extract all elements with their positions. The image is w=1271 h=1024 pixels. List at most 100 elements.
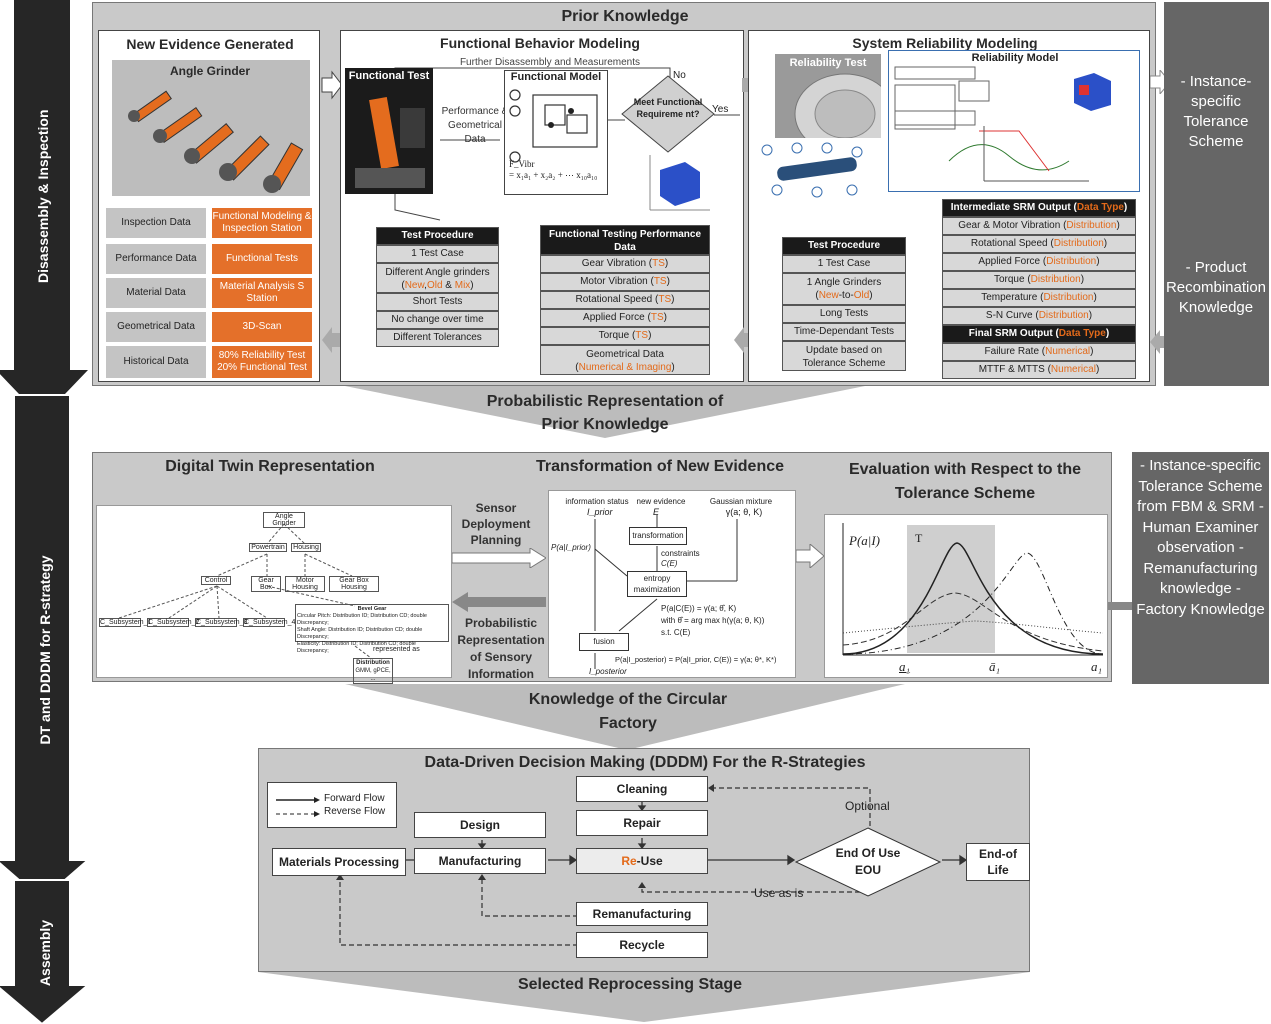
eval-a-low: a₁ [899, 659, 911, 674]
dt-side-box [1132, 452, 1269, 684]
eval-chart-box: P(a|I) T a₁ ā₁ a₁ [824, 514, 1108, 678]
geo-tag: (Numerical & Imaging) [575, 362, 675, 373]
selected-funnel [258, 972, 1030, 1022]
evidence-left-geometrical: Geometrical Data [106, 312, 206, 342]
srm-final-row: Failure Rate (Numerical) [942, 343, 1136, 361]
tree-node-bevel: Bevel Gear Circular Pitch: Distribution … [295, 604, 449, 654]
prior-curve [842, 620, 1104, 634]
srm-proc-row: 1 Angle Grinders (New-to-Old) [782, 273, 906, 305]
bevel-line: Shaft Angle: Distribution ID; Distributi… [297, 627, 423, 640]
trans-transformation-node: transformation [629, 527, 687, 545]
trans-equations: P(a|C(E)) = γ(a; θ̂, K) with θ̂ = arg ma… [661, 603, 797, 639]
evidence-right-performance: Functional Tests [212, 244, 312, 274]
prior-side-box [1164, 2, 1269, 386]
tree-node-root: Angle Grinder [263, 512, 305, 528]
perfdata-title-text: Functional Testing Performance Data [548, 229, 702, 253]
trans-entropy-node: entropy maximization [627, 571, 687, 597]
decision-diamond [621, 75, 715, 153]
reliability-model-box [888, 50, 1140, 192]
arrow-side-dt [1108, 602, 1134, 610]
srm-proc-sub: (New-to-Old) [815, 290, 873, 301]
tree-node-sub2: C_Subsystem_2 [147, 618, 200, 627]
reliability-model-graphics [894, 66, 1111, 182]
trans-lines [594, 515, 738, 669]
circular-factory-funnel [345, 684, 905, 750]
dddm-title: Data-Driven Decision Making (DDDM) For t… [424, 754, 866, 771]
srm-proc-row: Update based on Tolerance Scheme [782, 341, 906, 371]
reliability-model-label: Reliability Model [971, 52, 1059, 64]
srm-proc-row: 1 Test Case [782, 255, 906, 273]
fbm-loop-label: Further Disassembly and Measurements [459, 57, 641, 68]
trans-eq3: s.t. C(E) [661, 628, 691, 637]
stage-remanufacturing: Remanufacturing [576, 902, 708, 926]
fbm-proc-sub: (New,Old & Mix) [401, 280, 474, 291]
sensor-deploy-label: Sensor Deployment Planning [461, 501, 531, 547]
phase-arrow [0, 0, 91, 1024]
eval-ylabel: P(a|I) [849, 533, 881, 548]
trans-i-prior: I_prior [587, 507, 613, 517]
evidence-left-historical: Historical Data [106, 346, 206, 378]
evidence-right-historical: 80% Reliability Test 20% Functional Test [212, 346, 312, 378]
functional-model-label: Functional Model [505, 71, 607, 83]
vibration-formula: F_Vibr = x₁a₁ + x₂a₂ + ⋯ x₁₀a₁₀ [509, 159, 605, 181]
bevel-title: Bevel Gear [357, 606, 387, 612]
tree-node-gearbox-housing: Gear Box Housing [329, 576, 379, 592]
trans-eq1: P(a|C(E)) = γ(a; θ̂, K) [661, 604, 737, 613]
optional-label: Optional [845, 799, 890, 813]
eval-xlabel: a₁ [1091, 659, 1103, 674]
circular-factory-label: Knowledge of the Circular Factory [528, 691, 728, 732]
srm-output-table: Intermediate SRM Output (Data Type) Gear… [942, 199, 1136, 379]
trans-eq4: P(a|I_posterior) = P(a|I_prior, C(E)) = … [615, 655, 777, 664]
perfdata-row: Gear Vibration (TS) [540, 255, 710, 273]
phase-disassembly-label: Disassembly & Inspection [35, 109, 51, 283]
stage-manufacturing: Manufacturing [414, 848, 546, 874]
phase-assembly-label: Assembly [37, 919, 53, 987]
arrow-to-fbm [321, 70, 343, 100]
fbm-proc-row: 1 Test Case [376, 245, 499, 263]
trans-box: information status I_prior new evidence … [548, 490, 796, 678]
stage-design: Design [414, 812, 546, 838]
angle-grinder-photo [112, 60, 310, 196]
legend-forward: Forward Flow [324, 793, 385, 804]
eval-a-high: ā₁ [989, 659, 1001, 674]
tree-node-gearbox: Gear Box [251, 576, 281, 592]
dt-title: Digital Twin Representation [165, 458, 375, 475]
fbm-perfdata-table: Functional Testing Performance Data (Dat… [540, 225, 710, 377]
dddm-legend: Forward Flow Reverse Flow [267, 782, 397, 828]
trans-e: E [653, 507, 660, 517]
reliability-test-photo [775, 54, 896, 155]
legend-lines [276, 797, 320, 817]
reliability-test-label: Reliability Test [789, 57, 867, 69]
trans-eq2: with θ̂ = arg max h(γ(a; θ, K)) [661, 616, 765, 625]
perfdata-row: Torque (TS) [540, 327, 710, 345]
trans-constraints: constraints [661, 549, 700, 558]
perfdata-row: Motor Vibration (TS) [540, 273, 710, 291]
use-as-is-label: Use as is [754, 886, 804, 900]
evidence-left-performance: Performance Data [106, 244, 206, 274]
fbm-title: Functional Behavior Modeling [440, 35, 640, 51]
srm-output-row: Rotational Speed (Distribution) [942, 235, 1136, 253]
stage-recycle: Recycle [576, 932, 708, 958]
trans-new-ev: new evidence [636, 497, 686, 506]
trans-gamma: γ(a; θ, K) [725, 507, 763, 517]
stage-end-of-life: End-of Life [966, 843, 1030, 881]
trans-ce: C(E) [661, 559, 678, 568]
evidence-table: Inspection Data Functional Modeling & In… [106, 208, 312, 380]
tree-represented: represented as [373, 646, 420, 653]
arrow-from-fbm [322, 327, 342, 353]
tree-node-motor-housing: Motor Housing [285, 576, 325, 592]
srm-final-row: MTTF & MTTS (Numerical) [942, 361, 1136, 379]
decision-yes: Yes [712, 104, 729, 115]
out-of-tolerance-curve [842, 552, 1104, 655]
formula-rhs: = x₁a₁ + x₂a₂ + ⋯ x₁₀a₁₀ [509, 170, 598, 180]
bevel-gear-illustration [794, 73, 896, 155]
srm-output-row: Temperature (Distribution) [942, 289, 1136, 307]
srm-title: System Reliability Modeling [852, 35, 1038, 51]
srm-proc-row: Long Tests [782, 305, 906, 323]
tree-node-sub3: C_Subsystem_3 [195, 618, 248, 627]
legend-reverse: Reverse Flow [324, 806, 386, 817]
evidence-right-inspection: Functional Modeling & Inspection Station [212, 208, 312, 238]
perf-geo-label: Performance & Geometrical Data [441, 106, 509, 145]
perfdata-title: Functional Testing Performance Data (Dat… [540, 225, 710, 266]
selected-stage-label: Selected Reprocessing Stage [517, 976, 743, 993]
